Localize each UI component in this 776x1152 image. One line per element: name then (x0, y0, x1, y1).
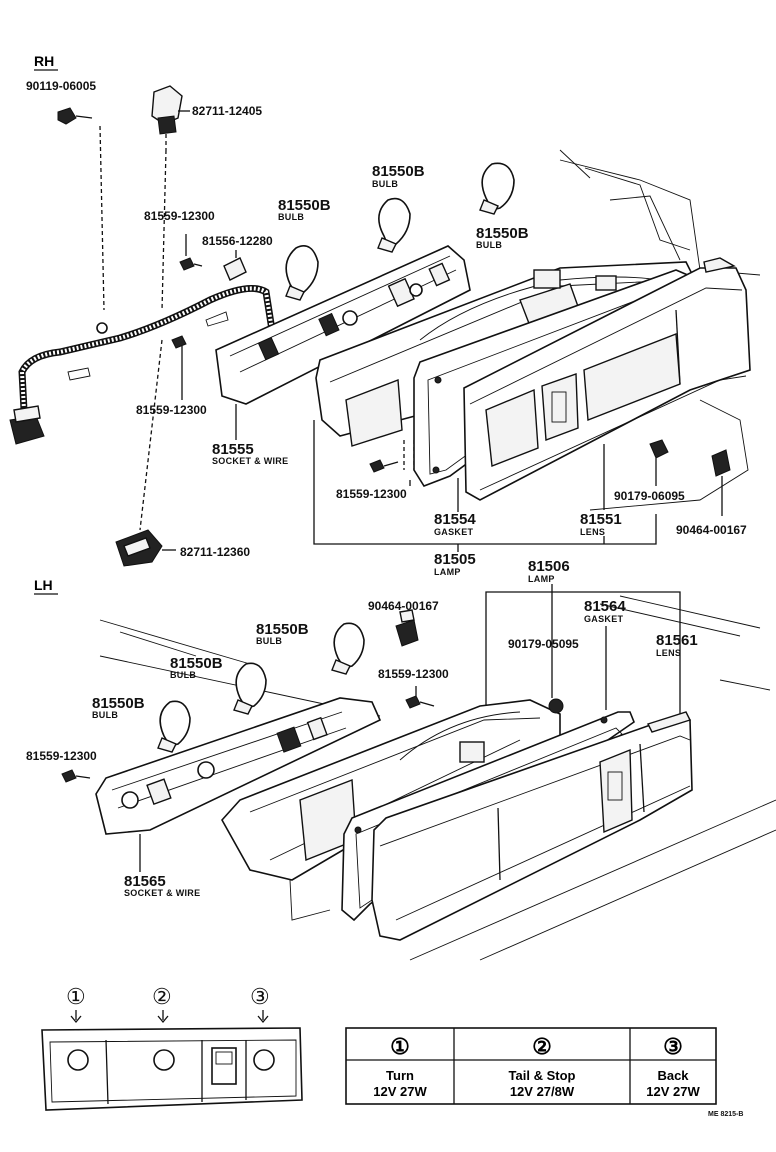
rh-label-90119-06005: 90119-06005 (26, 79, 96, 93)
lh-section-title: LH (34, 577, 53, 593)
lh-bulb-top-name: BULB (256, 636, 282, 646)
lh-lamp-name: LAMP (528, 574, 555, 584)
lh-screw-81559-b (61, 769, 91, 783)
lh-socket-base (95, 697, 382, 835)
lh-socket-num: 81565 (124, 873, 166, 890)
rh-connector-top (139, 85, 183, 531)
legend-marker-3: ③ (250, 984, 270, 1009)
rh-label-90464-00167: 90464-00167 (676, 523, 747, 537)
lh-label-81559-12300-a: 81559-12300 (378, 667, 449, 681)
lh-bulb-top (331, 622, 365, 675)
rh-screw-81559-c (369, 440, 415, 486)
rh-clip-90464 (711, 449, 731, 516)
rh-label-81559-12300-b: 81559-12300 (136, 403, 207, 417)
rh-wire-harness (9, 284, 276, 445)
lh-bulb-left-num: 81550B (92, 695, 145, 712)
table-function-1: Turn (386, 1068, 414, 1083)
rh-screw-81559-b (171, 335, 187, 400)
rh-bulb-mid (377, 197, 411, 253)
rh-bulb-right-name: BULB (476, 240, 502, 250)
lh-lamp-housing (221, 698, 564, 921)
lh-lamp-num: 81506 (528, 558, 570, 575)
rh-gasket-num: 81554 (434, 511, 476, 528)
rh-label-90179-06095: 90179-06095 (614, 489, 685, 503)
table-spec-1: 12V 27W (373, 1084, 427, 1099)
rh-bulb-mid-name: BULB (372, 179, 398, 189)
rh-screw-81559-a (179, 234, 203, 271)
lh-bulb-top-num: 81550B (256, 621, 309, 638)
rh-lamp-name: LAMP (434, 567, 461, 577)
rh-label-81559-12300-a: 81559-12300 (144, 209, 215, 223)
footer-code: ME 8215-B (708, 1111, 743, 1118)
rh-lens-num: 81551 (580, 511, 622, 528)
lh-label-81559-12300-b: 81559-12300 (26, 749, 97, 763)
lh-gasket-name: GASKET (584, 614, 624, 624)
table-marker-2: ② (532, 1034, 552, 1059)
table-marker-1: ① (390, 1034, 410, 1059)
table-function-3: Back (657, 1068, 689, 1083)
lh-gasket-num: 81564 (584, 598, 626, 615)
rh-socket-name: SOCKET & WIRE (212, 456, 288, 466)
lh-bulb-mid-num: 81550B (170, 655, 223, 672)
table-marker-3: ③ (663, 1034, 683, 1059)
rh-label-82711-12360: 82711-12360 (180, 545, 250, 559)
rh-lens (463, 257, 751, 501)
rh-connector-bottom (115, 529, 176, 567)
rh-section: RH 82711-12405 90119-06005 (9, 53, 761, 577)
lh-lens-name: LENS (656, 648, 681, 658)
table-function-2: Tail & Stop (509, 1068, 576, 1083)
rh-label-82711-12405: 82711-12405 (192, 104, 262, 118)
rh-section-title: RH (34, 53, 54, 69)
bulb-position-legend: ① ② ③ (41, 984, 303, 1111)
rh-bulb-right (479, 162, 515, 215)
lh-clip-90464 (395, 609, 419, 647)
legend-arrows (70, 1010, 269, 1024)
rh-socket-num: 81555 (212, 441, 254, 458)
rh-lamp-num: 81505 (434, 551, 476, 568)
rh-bulb-left-num: 81550B (278, 197, 331, 214)
bulb-spec-table: ① ② ③ Turn Tail & Stop Back 12V 27W 12V … (345, 1027, 717, 1105)
lh-socket-name: SOCKET & WIRE (124, 888, 200, 898)
rh-bulb-mid-num: 81550B (372, 163, 425, 180)
rh-bulb-left-name: BULB (278, 212, 304, 222)
rh-label-81556-12280: 81556-12280 (202, 234, 273, 248)
lh-lamp-bracket (485, 584, 681, 720)
lh-lens (371, 711, 693, 941)
lh-label-90464-00167: 90464-00167 (368, 599, 439, 613)
rh-gasket-name: GASKET (434, 527, 474, 537)
rh-lamp-bracket (313, 420, 657, 552)
lh-label-90179-05095: 90179-05095 (508, 637, 579, 651)
rh-lens-name: LENS (580, 527, 605, 537)
rh-label-81559-12300-c: 81559-12300 (336, 487, 407, 501)
table-spec-2: 12V 27/8W (510, 1084, 575, 1099)
rh-clip-81556 (223, 250, 247, 281)
lh-bulb-mid (233, 662, 267, 715)
legend-lens-outline (41, 1027, 303, 1111)
lh-lens-num: 81561 (656, 632, 698, 649)
rh-bulb-left (285, 245, 319, 301)
lh-bulb-mid-name: BULB (170, 670, 196, 680)
legend-marker-1: ① (66, 984, 86, 1009)
table-spec-3: 12V 27W (646, 1084, 700, 1099)
legend-marker-2: ② (152, 984, 172, 1009)
lh-bulb-left (157, 700, 191, 753)
lh-section: LH 81506 LAMP 81564 GASKET 81561 LENS (26, 558, 776, 961)
rh-bulb-right-num: 81550B (476, 225, 529, 242)
lh-screw-81559-a (405, 686, 435, 709)
rh-socket-base (215, 245, 471, 405)
lh-bulb-left-name: BULB (92, 710, 118, 720)
rh-nut-90179 (649, 439, 669, 486)
rh-screw-90119 (57, 107, 105, 311)
